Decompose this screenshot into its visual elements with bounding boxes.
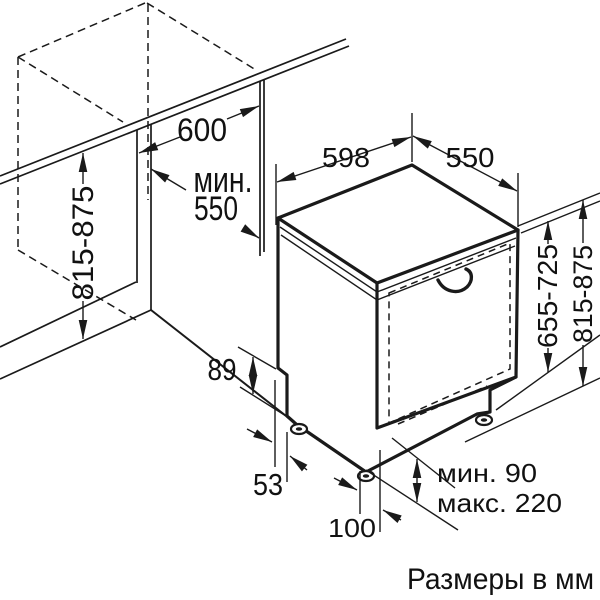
base-step-label: 89: [208, 352, 237, 387]
dim-plinth-recess: 100: [328, 477, 402, 543]
dim-appliance-depth: 550: [412, 135, 518, 192]
adjustable-foot-left: [289, 422, 309, 436]
caption: Размеры в мм: [407, 563, 594, 596]
niche-depth-label: 550: [194, 190, 238, 228]
dim-niche-width: 600: [138, 105, 260, 154]
door-height-label: 655-725: [532, 244, 563, 348]
appliance-width-label: 598: [322, 142, 370, 173]
dim-niche-depth: мин. 550: [150, 159, 260, 239]
dim-base-step: 89: [208, 352, 258, 394]
plinth-min-label: мин. 90: [437, 458, 537, 488]
dim-side-gap: 53: [246, 428, 308, 502]
niche-depth-prefix-label: мин.: [194, 159, 253, 200]
appliance-depth-label: 550: [446, 142, 495, 173]
dim-niche-height: 815-875: [67, 153, 100, 339]
plinth-max-label: макс. 220: [437, 488, 562, 518]
dim-plinth-height: мин. 90 макс. 220: [412, 458, 562, 518]
adjustable-foot-right: [474, 413, 494, 427]
dim-appliance-width: 598: [276, 136, 412, 183]
side-panel-left: [136, 124, 152, 310]
niche-dashed-outline: [17, 2, 257, 321]
side-gap-label: 53: [253, 467, 283, 502]
body-mask: [278, 165, 518, 472]
door-inset-dashed: [388, 241, 511, 425]
overall-height-label: 815-875: [568, 245, 598, 343]
dishwasher-body: [276, 163, 520, 483]
dim-overall-height: 815-875: [568, 200, 598, 386]
dim-door-height: 655-725: [532, 221, 563, 372]
countertop: [0, 38, 600, 234]
plinth-hidden-edge: [397, 385, 488, 425]
plinth-recess-label: 100: [328, 513, 376, 543]
side-panel-right: [259, 79, 265, 256]
door-handle: [436, 267, 474, 294]
niche-width-label: 600: [177, 112, 227, 148]
niche-height-label: 815-875: [67, 186, 100, 301]
floor-lines: [0, 281, 296, 424]
